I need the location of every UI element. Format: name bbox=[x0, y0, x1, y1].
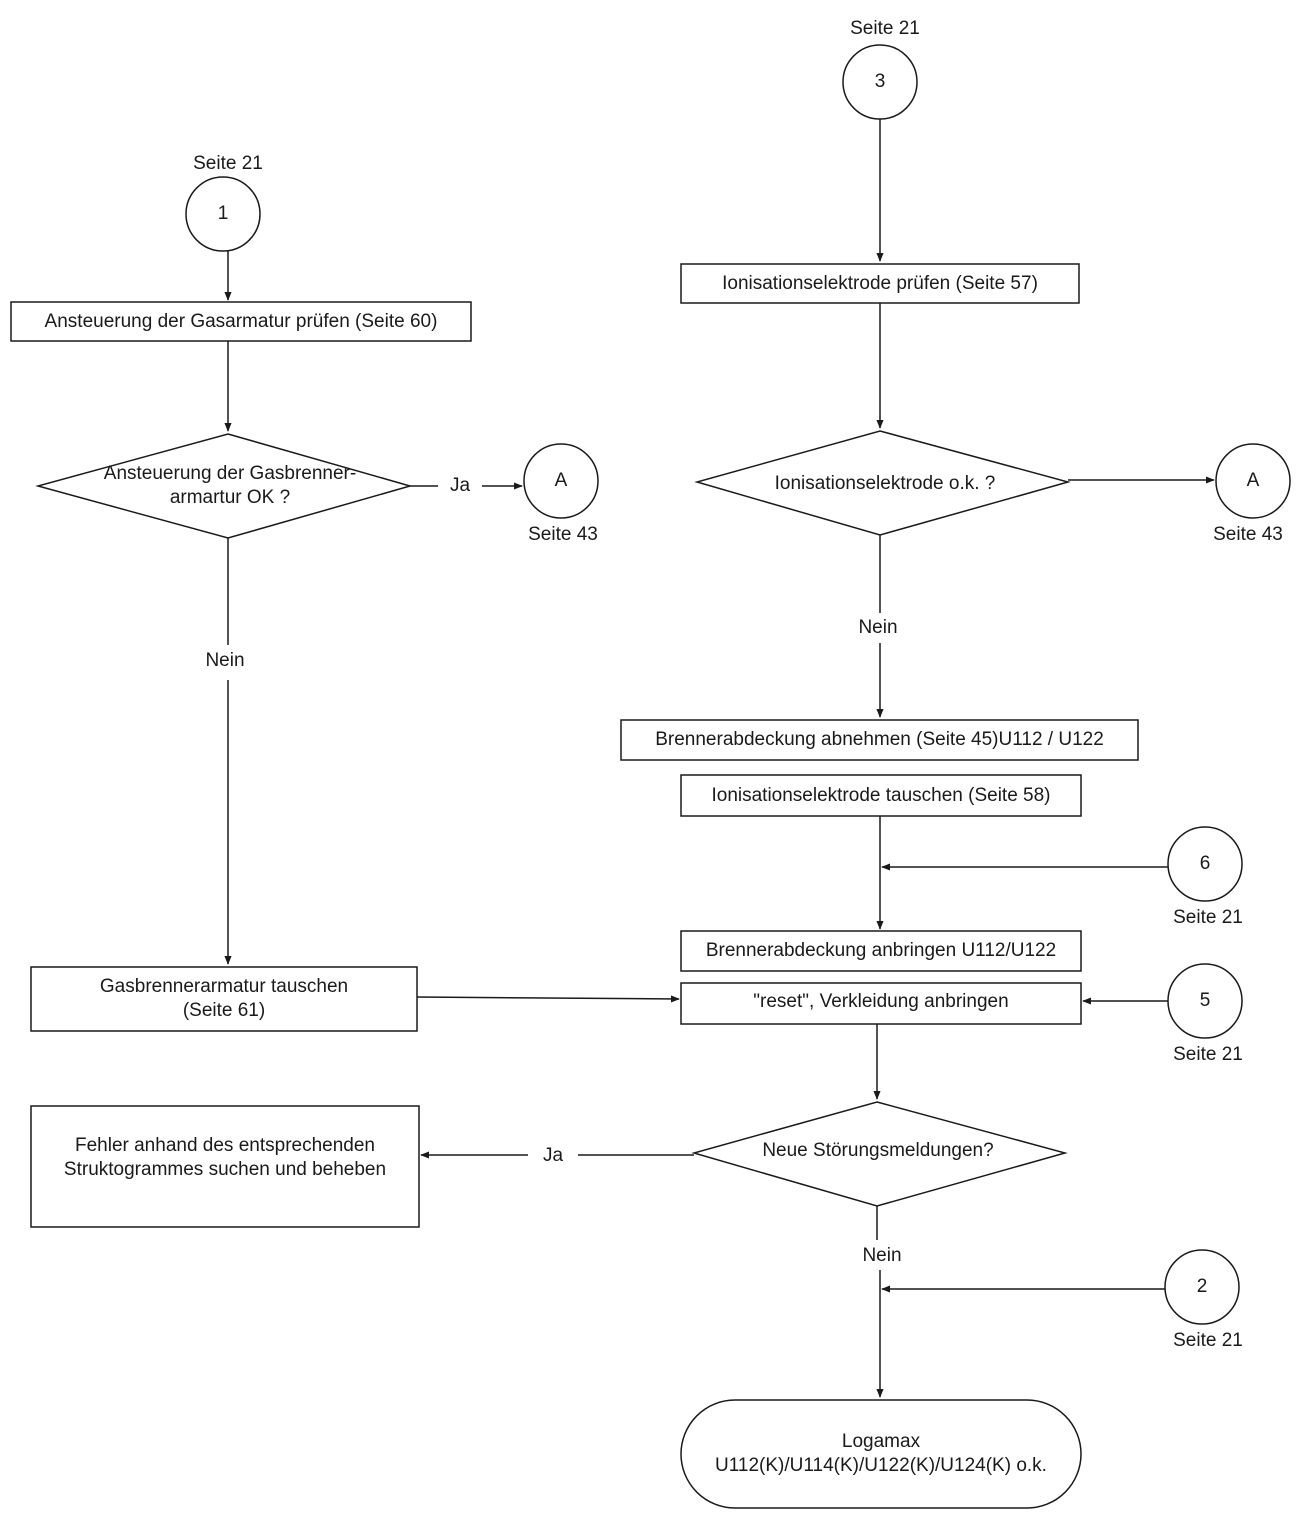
reset-step: "reset", Verkleidung anbringen bbox=[753, 991, 1009, 1012]
decision-new-faults: Neue Störungsmeldungen? bbox=[762, 1140, 994, 1161]
start-page-label-right: Seite 21 bbox=[850, 18, 920, 39]
attach-cover-box bbox=[680, 930, 1082, 972]
connector-5-page: Seite 21 bbox=[1173, 1044, 1243, 1065]
connector-A-left-circle bbox=[523, 443, 599, 519]
end-terminal-text: Logamax U112(K)/U114(K)/U122(K)/U124(K) … bbox=[681, 1428, 1081, 1480]
connector-A-right-circle bbox=[1215, 443, 1291, 519]
no-label-new-faults: Nein bbox=[862, 1245, 902, 1266]
error-search-line1: Fehler anhand des entsprechenden bbox=[74, 1135, 375, 1156]
no-label-left: Nein bbox=[205, 650, 245, 671]
decision-electrode-ok: Ionisationselektrode o.k. ? bbox=[774, 473, 996, 494]
connector-A-right-page: Seite 43 bbox=[1213, 524, 1283, 545]
connector-6-circle bbox=[1167, 826, 1243, 902]
replace-gas-valve-box bbox=[30, 966, 418, 1032]
remove-cover-step: Brennerabdeckung abnehmen (Seite 45)U112… bbox=[655, 729, 1104, 750]
end-terminal bbox=[680, 1399, 1082, 1509]
connector-6-page: Seite 21 bbox=[1173, 907, 1243, 928]
reset-box bbox=[680, 982, 1082, 1025]
check-control-step: Ansteuerung der Gasarmatur prüfen (Seite… bbox=[44, 310, 438, 332]
replace-gas-valve-step: Gasbrennerarmatur tauschen (Seite 61) bbox=[31, 967, 417, 1031]
connector-1-label: 1 bbox=[217, 203, 229, 224]
connector-6-label: 6 bbox=[1199, 853, 1211, 874]
attach-cover-step: Brennerabdeckung anbringen U112/U122 bbox=[705, 940, 1057, 961]
connector-2-circle bbox=[1164, 1249, 1240, 1325]
connector-2-page: Seite 21 bbox=[1173, 1330, 1243, 1351]
connector-3-label: 3 bbox=[874, 71, 886, 92]
decision-control-ok: Ansteuerung der Gasbrenner- armartur OK … bbox=[60, 462, 400, 510]
check-electrode-step: Ionisationselektrode prüfen (Seite 57) bbox=[722, 272, 1038, 294]
end-line1: Logamax bbox=[841, 1431, 921, 1452]
decision-control-line1: Ansteuerung der Gasbrenner- bbox=[103, 463, 357, 484]
replace-gas-valve-line2: (Seite 61) bbox=[182, 1000, 266, 1021]
remove-cover-box bbox=[620, 719, 1139, 761]
decision-control-line2: armartur OK ? bbox=[169, 487, 291, 508]
end-line2: U112(K)/U114(K)/U122(K)/U124(K) o.k. bbox=[715, 1455, 1047, 1476]
no-label-electrode: Nein bbox=[858, 617, 898, 638]
start-page-label-left: Seite 21 bbox=[193, 153, 263, 174]
replace-electrode-step: Ionisationselektrode tauschen (Seite 58) bbox=[711, 784, 1051, 806]
flow-arrow bbox=[416, 995, 680, 1003]
error-search-line2: Struktogrammes suchen und beheben bbox=[63, 1159, 387, 1180]
error-search-box bbox=[30, 1105, 420, 1228]
connector-A-left-label: A bbox=[554, 470, 568, 491]
error-search-step: Fehler anhand des entsprechenden Strukto… bbox=[31, 1132, 419, 1184]
connector-1-circle bbox=[185, 176, 261, 252]
replace-electrode-box bbox=[680, 774, 1082, 817]
connector-A-left-page: Seite 43 bbox=[528, 524, 598, 545]
yes-label-new-faults: Ja bbox=[542, 1145, 564, 1166]
connector-5-label: 5 bbox=[1199, 990, 1211, 1011]
connector-2-label: 2 bbox=[1196, 1276, 1208, 1297]
check-control-box bbox=[10, 301, 472, 342]
connector-A-right-label: A bbox=[1246, 470, 1260, 491]
yes-label-left: Ja bbox=[449, 475, 471, 496]
replace-gas-valve-line1: Gasbrennerarmatur tauschen bbox=[99, 976, 349, 997]
